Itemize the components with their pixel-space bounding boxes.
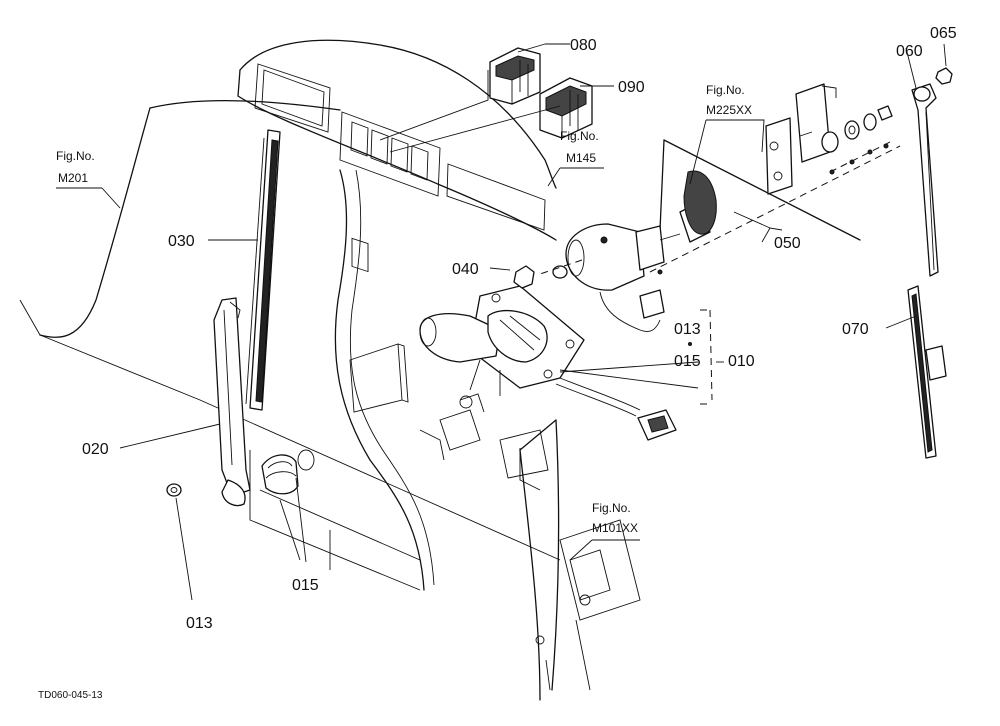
label-020: 020 <box>82 441 109 458</box>
label-013-top: 013 <box>674 321 701 338</box>
label-015-bottom: 015 <box>292 577 319 594</box>
label-010: 010 <box>728 353 755 370</box>
dot-separator <box>688 342 692 346</box>
leader-lines <box>56 43 947 601</box>
nut-065 <box>935 67 953 85</box>
label-080: 080 <box>570 37 597 54</box>
label-070: 070 <box>842 321 869 338</box>
nut-040 <box>513 265 568 289</box>
fig-label-m225: Fig.No. <box>706 83 745 97</box>
fig-label-m145: Fig.No. <box>560 129 599 143</box>
wiper-blade-030 <box>245 129 281 411</box>
rear-arm-060 <box>911 83 939 277</box>
figure-references: Fig.No. M201 Fig.No. M145 Fig.No. M225XX… <box>56 83 752 535</box>
label-090: 090 <box>618 79 645 96</box>
part-labels: 080 090 030 040 050 060 065 070 013 015 … <box>82 25 957 632</box>
fig-number-m101: M101XX <box>592 521 638 535</box>
label-065: 065 <box>930 25 957 42</box>
label-040: 040 <box>452 261 479 278</box>
label-050: 050 <box>774 235 801 252</box>
fig-number-m145: M145 <box>566 151 596 165</box>
rear-motor-050 <box>565 83 893 332</box>
cab-outline <box>19 39 641 701</box>
label-013-bottom: 013 <box>186 615 213 632</box>
fig-number-m201: M201 <box>58 171 88 185</box>
wiper-arm-020 <box>213 297 251 507</box>
fig-number-m225: M225XX <box>706 103 752 117</box>
switch-090 <box>539 77 593 139</box>
label-060: 060 <box>896 43 923 60</box>
fig-label-m201: Fig.No. <box>56 149 95 163</box>
label-015-top: 015 <box>674 353 701 370</box>
wiper-motor-010 <box>419 285 677 441</box>
assembly-lines <box>539 141 901 405</box>
nut-013 <box>166 483 182 497</box>
label-030: 030 <box>168 233 195 250</box>
fig-label-m101: Fig.No. <box>592 501 631 515</box>
switch-080 <box>489 47 541 105</box>
drawing-code: TD060-045-13 <box>38 690 103 701</box>
rear-blade-070 <box>907 285 947 459</box>
grommet-015 <box>261 449 315 495</box>
